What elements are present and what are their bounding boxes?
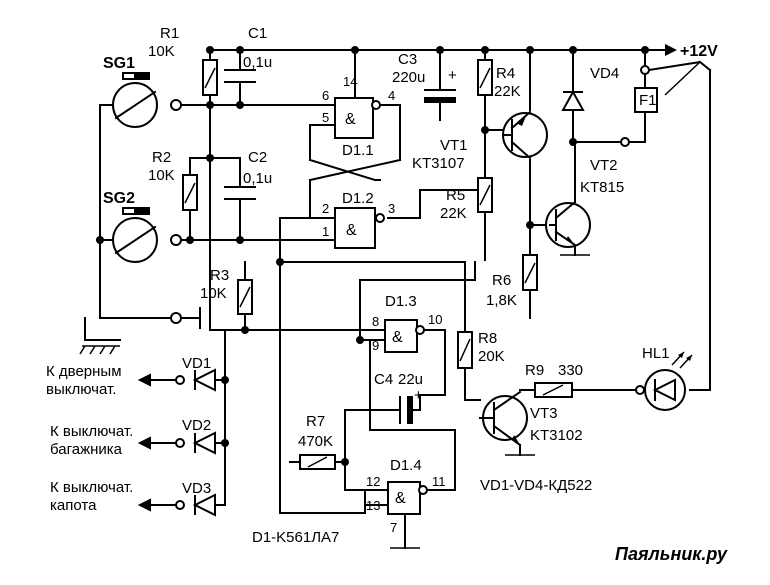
label-r5-val: 22K <box>440 205 467 222</box>
resistor-hatching <box>184 67 564 468</box>
switch-sg1 <box>112 72 182 128</box>
label-sg1: SG1 <box>103 55 135 72</box>
label-vd4: VD4 <box>590 65 619 82</box>
relay-f1 <box>620 60 712 147</box>
gate-d13 <box>384 319 418 353</box>
svg-text:&: & <box>395 490 406 507</box>
svg-text:6: 6 <box>322 88 329 103</box>
label-trunk-1: К выключат. <box>50 423 133 440</box>
label-c3: C3 <box>398 51 417 68</box>
label-vd2: VD2 <box>182 417 211 434</box>
transistor-vt3 <box>479 390 528 447</box>
text-labels: +12V SG1 SG2 R1 10K C1 0,1u R2 10K C2 0,… <box>46 25 728 564</box>
label-vd1: VD1 <box>182 355 211 372</box>
svg-text:14: 14 <box>343 74 357 89</box>
label-c1-val: 0,1u <box>243 54 272 71</box>
label-supply: +12V <box>680 43 718 60</box>
svg-text:2: 2 <box>322 201 329 216</box>
label-r9-val: 330 <box>558 362 583 379</box>
label-r7-val: 470K <box>298 433 333 450</box>
label-hood-1: К выключат. <box>50 479 133 496</box>
transistor-vt2 <box>545 141 591 248</box>
label-c4: C4 <box>374 371 393 388</box>
label-r4-val: 22K <box>494 83 521 100</box>
label-r3-val: 10K <box>200 285 227 302</box>
label-diodes-note: VD1-VD4-КД522 <box>480 477 592 494</box>
svg-text:12: 12 <box>366 474 380 489</box>
label-chip-note: D1-K561ЛА7 <box>252 529 339 546</box>
svg-text:1: 1 <box>322 224 329 239</box>
label-c2-val: 0,1u <box>243 170 272 187</box>
svg-text:+: + <box>448 67 457 84</box>
label-watermark: Паяльник.ру <box>615 544 728 564</box>
svg-text:7: 7 <box>390 520 397 535</box>
label-r4: R4 <box>496 65 515 82</box>
label-vt3-type: KT3102 <box>530 427 583 444</box>
label-vt2: VT2 <box>590 157 618 174</box>
svg-text:5: 5 <box>322 110 329 125</box>
label-d14: D1.4 <box>390 457 422 474</box>
label-r1-val: 10K <box>148 43 175 60</box>
label-r2-val: 10K <box>148 167 175 184</box>
diode-vd4 <box>561 89 585 111</box>
svg-text:&: & <box>345 111 356 128</box>
label-r9: R9 <box>525 362 544 379</box>
label-r8: R8 <box>478 330 497 347</box>
label-r3: R3 <box>210 267 229 284</box>
label-vt3: VT3 <box>530 405 558 422</box>
label-vt1-type: KT3107 <box>412 155 465 172</box>
diode-vd3 <box>192 493 216 517</box>
label-vt1: VT1 <box>440 137 468 154</box>
label-r7: R7 <box>306 413 325 430</box>
gate-d12 <box>334 207 376 249</box>
gate-d14 <box>387 481 421 515</box>
label-trunk-2: багажника <box>50 441 123 458</box>
capacitors <box>224 69 456 424</box>
label-vt2-type: KT815 <box>580 179 624 196</box>
diode-vd2 <box>192 431 216 455</box>
wires <box>84 44 711 549</box>
svg-text:13: 13 <box>366 498 380 513</box>
label-d11: D1.1 <box>342 142 374 159</box>
label-c3-val: 220u <box>392 69 425 86</box>
svg-text:8: 8 <box>372 314 379 329</box>
label-vd3: VD3 <box>182 480 211 497</box>
label-hood-2: капота <box>50 497 97 514</box>
svg-text:4: 4 <box>388 88 395 103</box>
svg-text:9: 9 <box>372 338 379 353</box>
gate-symbols: & & & & + + <box>345 67 457 507</box>
label-f1: F1 <box>639 92 657 109</box>
label-c1: C1 <box>248 25 267 42</box>
label-door-1: К дверным <box>46 363 122 380</box>
label-r8-val: 20K <box>478 348 505 365</box>
label-d13: D1.3 <box>385 293 417 310</box>
gate-d11 <box>334 97 374 139</box>
svg-text:&: & <box>346 222 357 239</box>
logic-gates <box>334 97 428 515</box>
transistor-vt1 <box>502 110 548 160</box>
svg-text:+: + <box>414 387 423 404</box>
label-r5: R5 <box>446 187 465 204</box>
svg-text:10: 10 <box>428 312 442 327</box>
label-c4-val: 22u <box>398 371 423 388</box>
svg-text:3: 3 <box>388 201 395 216</box>
label-door-2: выключат. <box>46 381 116 398</box>
label-sg2: SG2 <box>103 190 135 207</box>
label-hl1: HL1 <box>642 345 670 362</box>
ground-symbol <box>79 312 182 355</box>
diodes <box>137 89 585 517</box>
pin-numbers: 14 6 5 4 2 1 3 8 9 10 12 13 11 7 <box>322 74 446 535</box>
svg-text:11: 11 <box>432 474 446 489</box>
label-d12: D1.2 <box>342 190 374 207</box>
svg-text:&: & <box>392 329 403 346</box>
label-r6: R6 <box>492 272 511 289</box>
diode-vd1 <box>192 368 216 392</box>
label-r6-val: 1,8K <box>486 292 517 309</box>
label-r1: R1 <box>160 25 179 42</box>
switch-sg2 <box>112 207 182 263</box>
led-hl1 <box>635 351 693 411</box>
label-r2: R2 <box>152 149 171 166</box>
label-c2: C2 <box>248 149 267 166</box>
